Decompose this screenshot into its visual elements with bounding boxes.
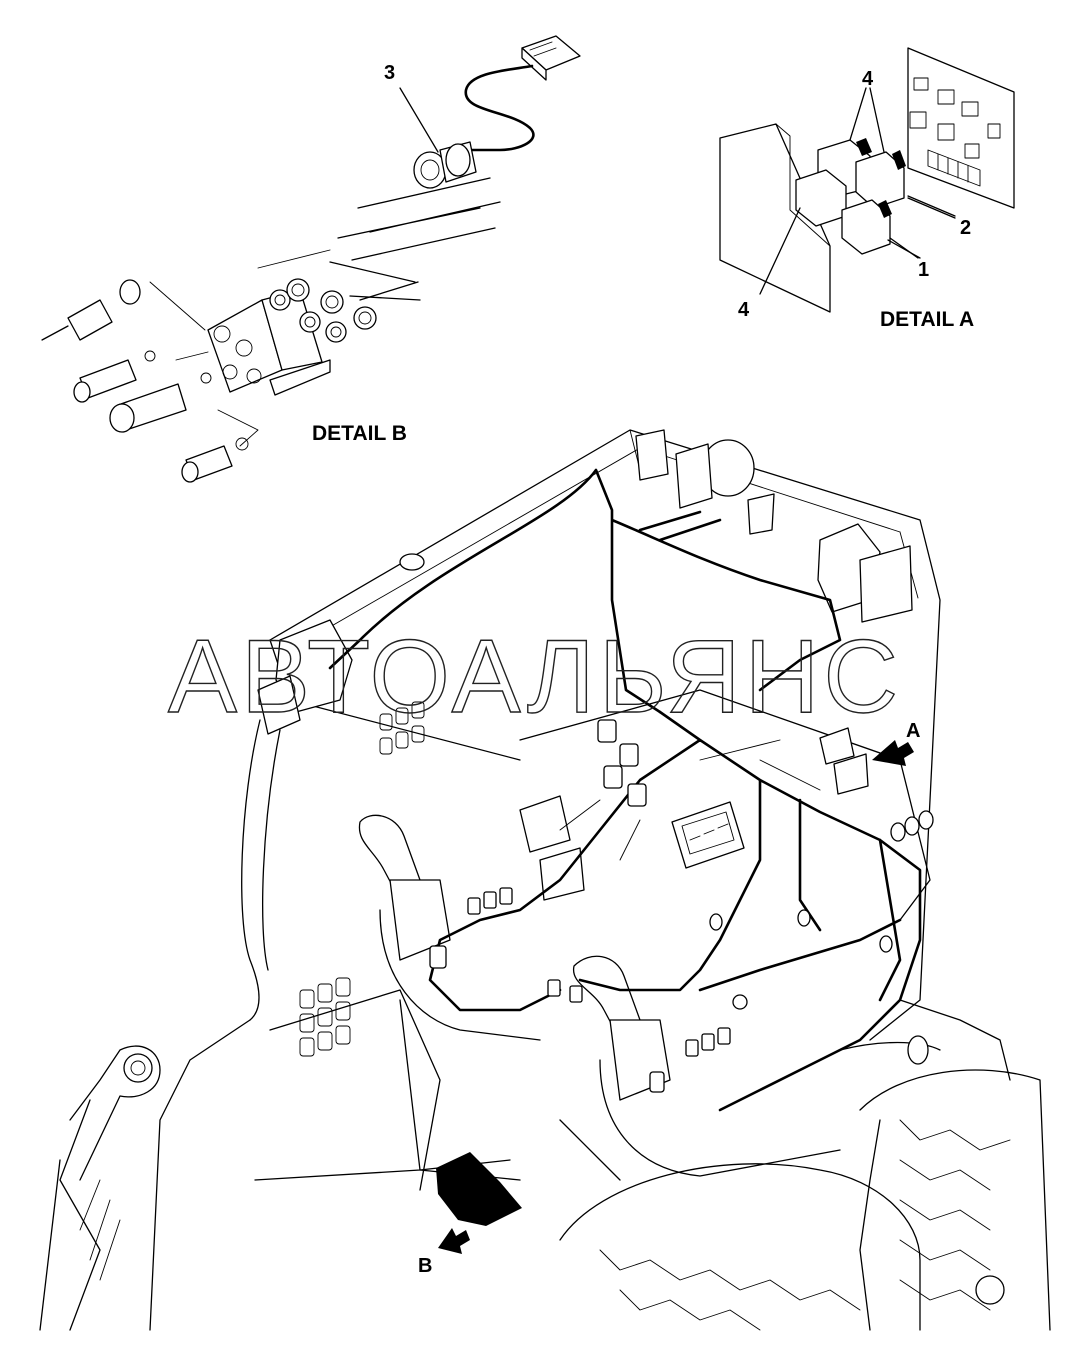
callout-label-a: A <box>906 720 920 742</box>
leader-3 <box>399 87 439 153</box>
watermark-text: АВТОАЛЬЯНС <box>168 619 902 735</box>
callout-label-2: 2 <box>960 217 971 239</box>
nut-set <box>269 278 377 343</box>
main-harness <box>428 710 922 1112</box>
cab-assembly <box>149 429 1011 1331</box>
diagnostic-connector <box>464 35 581 152</box>
arrow-b <box>438 1228 470 1254</box>
right-wheel <box>859 1069 1051 1331</box>
pedal-b <box>436 1152 522 1226</box>
callout-label-4-top: 4 <box>862 68 874 90</box>
roof-harness <box>328 468 842 714</box>
callout-label-1: 1 <box>918 259 929 281</box>
front-tire <box>559 1163 921 1331</box>
arrow-a <box>872 740 914 766</box>
relay-block <box>795 138 906 255</box>
callout-label-3: 3 <box>384 62 395 84</box>
leader-2 <box>907 197 956 219</box>
detail-a-assembly <box>719 47 1015 313</box>
callout-label-b: B <box>418 1255 432 1277</box>
callout-label-4-bottom: 4 <box>738 299 750 321</box>
coupler-set <box>41 279 249 483</box>
left-joystick <box>358 814 541 1041</box>
harness-connectors <box>429 719 934 1093</box>
roof-components <box>257 429 913 735</box>
display-panel <box>671 801 745 869</box>
detail-b-assembly <box>41 35 581 483</box>
detail-b-caption: DETAIL B <box>312 422 407 445</box>
leader-1 <box>889 237 919 259</box>
socket-item-3 <box>413 141 477 189</box>
loader-frame <box>39 1045 161 1331</box>
detail-a-caption: DETAIL A <box>880 308 974 331</box>
grille-left <box>299 701 425 1057</box>
